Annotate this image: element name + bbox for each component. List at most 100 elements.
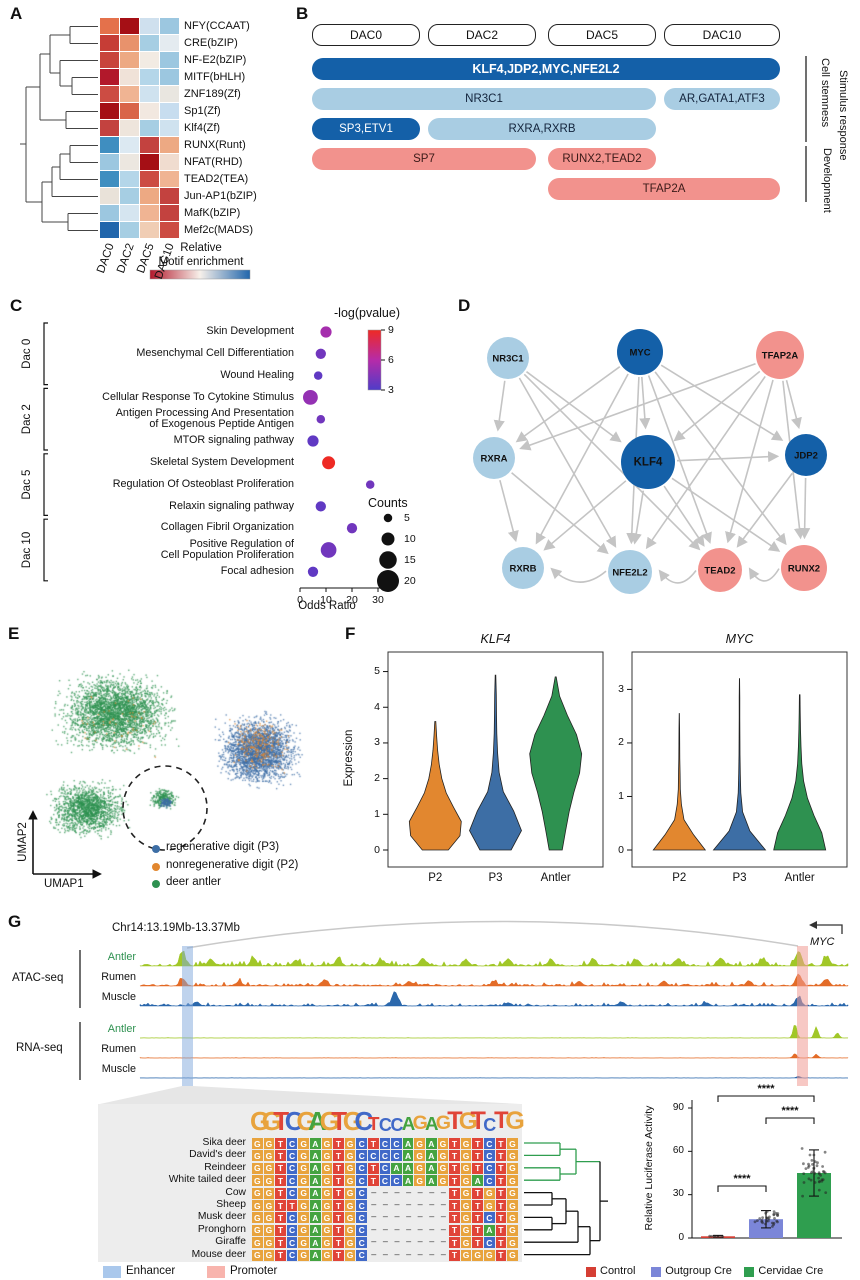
signal-track	[139, 950, 849, 967]
alignment-base: G	[437, 1138, 449, 1149]
alignment-base: A	[391, 1162, 402, 1174]
alignment-base: G	[437, 1175, 449, 1187]
logo-letter: T	[494, 1108, 509, 1135]
alignment-base: T	[495, 1237, 507, 1249]
alignment-base: C	[484, 1138, 495, 1149]
species-label: Sika deer	[202, 1137, 246, 1148]
alignment-base: A	[310, 1175, 321, 1187]
violin-category-label: Antler	[540, 872, 571, 884]
heatmap-cell	[140, 205, 159, 221]
alignment-base: G	[344, 1212, 356, 1224]
heatmap-cell	[100, 103, 119, 119]
alignment-base: T	[472, 1237, 483, 1249]
odds-tick-label: 10	[320, 594, 332, 606]
bar-legend-label: Outgroup Cre	[665, 1265, 732, 1277]
jitter-point	[811, 1163, 814, 1166]
significance-stars: ****	[733, 1173, 751, 1185]
network-edge	[543, 480, 627, 551]
luciferase-ytick-label: 60	[672, 1144, 684, 1156]
network-node-label: RXRB	[510, 564, 537, 575]
pvalue-tick-label: 9	[388, 324, 394, 336]
track-name-label: Rumen	[101, 1043, 136, 1055]
alignment-base: C	[379, 1162, 391, 1174]
go-term-label: Skin Development	[206, 325, 294, 338]
enhancer-legend-label: Enhancer	[126, 1265, 176, 1277]
alignment-base: C	[484, 1150, 495, 1162]
alignment-base: T	[449, 1200, 460, 1211]
heatmap-cell	[160, 188, 179, 204]
dac-group-label: Dac 2	[21, 404, 33, 434]
violin-ytick-label: 0	[618, 843, 624, 856]
dac-group-bracket	[43, 518, 48, 582]
violin-myc-frame	[631, 651, 848, 868]
alignment-base: A	[402, 1162, 414, 1174]
alignment-base: A	[426, 1175, 437, 1187]
alignment-gap: –	[406, 1199, 412, 1209]
jitter-point	[765, 1219, 768, 1223]
luciferase-axis-label: Relative Luciferase Activity	[643, 1105, 655, 1231]
violin-category-label: P3	[488, 872, 503, 884]
alignment-base: T	[472, 1138, 483, 1149]
jitter-point	[775, 1219, 779, 1223]
jitter-point	[817, 1176, 820, 1180]
heatmap-cell	[140, 120, 159, 136]
alignment-base: T	[449, 1162, 460, 1174]
alignment-base: G	[414, 1138, 425, 1149]
network-edge	[518, 377, 617, 548]
locus-title: Chr14:13.19Mb-13.37Mb	[112, 922, 240, 934]
go-term-label: MTOR signaling pathway	[173, 434, 294, 447]
alignment-base: C	[286, 1249, 298, 1261]
alignment-base: G	[460, 1224, 472, 1236]
alignment-base: G	[298, 1249, 309, 1261]
signal-track	[139, 1025, 849, 1039]
alignment-base: G	[507, 1200, 518, 1211]
heatmap-cell	[120, 69, 139, 85]
go-dot	[322, 456, 336, 470]
alignment-base: G	[507, 1150, 518, 1162]
dac-stage-box: DAC0	[312, 24, 420, 46]
alignment-base: G	[414, 1150, 425, 1162]
alignment-base: T	[449, 1224, 460, 1236]
alignment-base: A	[426, 1150, 437, 1162]
jitter-point	[815, 1164, 819, 1168]
counts-legend-value: 10	[404, 532, 416, 545]
alignment-base: C	[286, 1150, 298, 1162]
alignment-base: G	[298, 1175, 309, 1187]
heatmap-col-label: DAC0	[95, 242, 117, 275]
alignment-base: T	[472, 1187, 483, 1199]
heatmap-cell	[160, 69, 179, 85]
heatmap-cell	[160, 120, 179, 136]
go-dot	[320, 542, 337, 558]
logo-letter: G	[250, 1106, 271, 1136]
alignment-base: T	[449, 1150, 460, 1162]
alignment-base: T	[449, 1138, 460, 1149]
tf-bar: KLF4,JDP2,MYC,NFE2L2	[312, 58, 780, 80]
alignment-base: T	[495, 1162, 507, 1174]
jitter-point	[753, 1220, 757, 1224]
alignment-base: G	[252, 1249, 263, 1261]
go-term-label: Antigen Processing And Presentation	[115, 406, 294, 419]
jitter-point	[802, 1181, 806, 1184]
alignment-gap: –	[371, 1248, 377, 1259]
jitter-point	[813, 1181, 817, 1184]
alignment-base: C	[286, 1138, 298, 1149]
track-name-label: Muscle	[101, 991, 136, 1003]
network-node	[473, 437, 515, 479]
tf-bar: RXRA,RXRB	[428, 118, 656, 140]
odds-ratio-axis-label: Odds Ratio	[298, 600, 356, 612]
alignment-base: G	[263, 1237, 275, 1249]
network-node-label: MYC	[629, 348, 650, 359]
logo-letter: G	[412, 1112, 428, 1135]
species-label: Giraffe	[215, 1236, 246, 1248]
alignment-base: G	[344, 1200, 356, 1211]
tf-bar: TFAP2A	[548, 178, 780, 200]
alignment-base: T	[449, 1237, 460, 1249]
alignment-base: G	[321, 1249, 333, 1261]
logo-letter: A	[401, 1113, 416, 1135]
alignment-base: G	[472, 1249, 483, 1261]
alignment-gap: –	[429, 1186, 435, 1197]
alignment-base: G	[252, 1138, 263, 1149]
alignment-base: T	[472, 1212, 483, 1224]
alignment-base: T	[333, 1162, 344, 1174]
species-label: Musk deer	[197, 1211, 246, 1223]
